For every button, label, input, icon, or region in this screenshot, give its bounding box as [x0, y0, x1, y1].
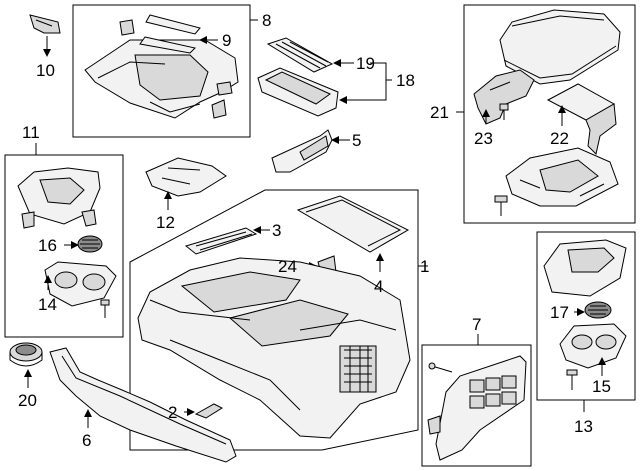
part-5-bracket: [271, 129, 350, 173]
part-11-screw: [100, 299, 110, 318]
part-1-console-body: [137, 257, 411, 439]
part-7-screw: [428, 362, 453, 373]
part-3-mat: [184, 226, 270, 255]
part-2-bracket: [184, 403, 224, 419]
callout-labels: 1 2 3 4 5 6 7 8 9 10 11 12 13 14 15 16 1…: [18, 11, 611, 450]
group-box-13: [536, 231, 636, 401]
callout-2: 2: [168, 403, 177, 422]
callout-7: 7: [472, 315, 481, 334]
part-9-insert-strip: [119, 14, 218, 54]
callout-3: 3: [272, 221, 281, 240]
callout-15: 15: [592, 377, 611, 396]
group-box-21: [463, 4, 636, 224]
part-4-lid-liner: [296, 195, 410, 272]
callout-5: 5: [352, 131, 361, 150]
callout-21: 21: [430, 103, 449, 122]
part-13-screw: [566, 369, 578, 390]
callout-6: 6: [82, 431, 91, 450]
callout-8: 8: [262, 11, 271, 30]
part-7-switch-panel: [427, 355, 527, 461]
part-6-side-trim: [49, 347, 237, 463]
part-22-lid-liner: [546, 83, 617, 155]
callout-18: 18: [396, 71, 415, 90]
part-8-console-top-trim: [84, 39, 239, 119]
part-16-cap: [64, 235, 103, 253]
part-19-mat: [266, 37, 354, 73]
callout-13: 13: [574, 417, 593, 436]
part-18-tray: [257, 67, 374, 117]
callout-23: 23: [474, 129, 493, 148]
group-box-8: [72, 4, 251, 138]
callout-16: 16: [38, 236, 57, 255]
part-23-hinge-bracket: [473, 69, 535, 125]
callout-11: 11: [22, 123, 40, 142]
group-box-1: [129, 189, 419, 451]
part-21-screw: [494, 195, 508, 216]
callout-12: 12: [156, 213, 175, 232]
callout-22: 22: [550, 129, 569, 148]
part-20-knob: [9, 342, 43, 388]
callout-4: 4: [374, 277, 383, 296]
callout-14: 14: [38, 295, 57, 314]
part-11-shifter-bezel: [17, 167, 101, 229]
callout-20: 20: [18, 391, 37, 410]
part-10-clip: [29, 14, 61, 57]
callout-1: 1: [420, 257, 429, 276]
callout-19: 19: [356, 54, 375, 73]
callout-9: 9: [222, 31, 231, 50]
group-box-11: [4, 154, 124, 338]
part-15-cup-holder: [559, 323, 627, 376]
part-17-cap: [574, 301, 612, 319]
part-12-console-panel: [145, 157, 227, 210]
part-14-cup-holder: [44, 261, 117, 307]
callout-17: 17: [550, 303, 569, 322]
callout-10: 10: [36, 61, 55, 80]
group-box-7: [421, 344, 532, 467]
part-21-hinge-base: [505, 147, 619, 207]
part-13-shifter-trim: [543, 239, 627, 297]
callout-24: 24: [278, 257, 297, 276]
